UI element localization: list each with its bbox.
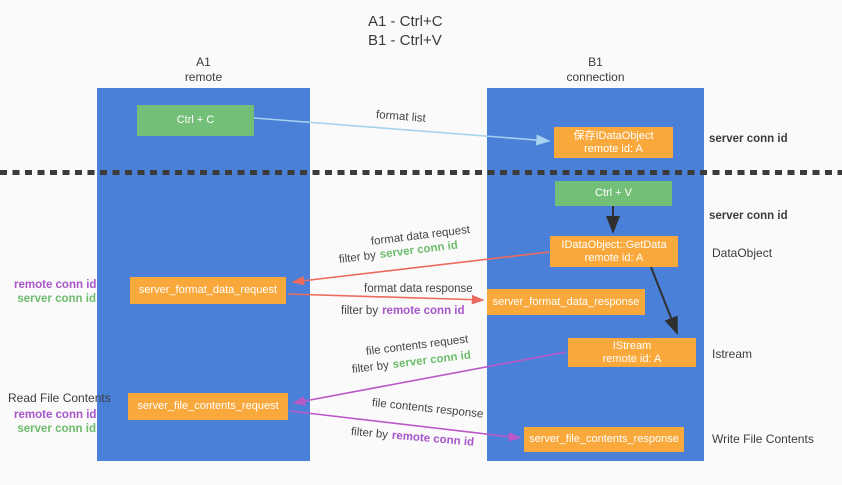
save-idataobject-line1: 保存IDataObject <box>573 129 654 142</box>
lane-header-a1: A1 remote <box>97 55 310 85</box>
lane-header-b1: B1 connection <box>487 55 704 85</box>
file-contents-response-label: file contents response <box>371 397 484 421</box>
getdata-box: IDataObject::GetData remote id: A <box>550 236 678 267</box>
remote-conn-id-text: remote conn id <box>382 305 465 317</box>
server-conn-id-side-label: server conn id <box>17 293 96 305</box>
lane-a1-title: A1 <box>196 55 211 69</box>
lane-b1-title: B1 <box>588 55 603 69</box>
ctrl-c-label: Ctrl + C <box>176 114 215 126</box>
format-list-label: format list <box>375 109 427 125</box>
istream-box: IStream remote id: A <box>568 338 696 367</box>
save-idataobject-line2: remote id: A <box>584 142 643 155</box>
filter-by-text: filter by <box>351 359 390 376</box>
server-conn-id-side-label: server conn id <box>17 423 96 435</box>
format-data-response-label: format data response <box>364 283 473 295</box>
lane-b1-subtitle: connection <box>566 70 625 84</box>
left-conn-id-pair-bottom: remote conn id server conn id <box>14 408 96 436</box>
istream-line1: IStream <box>612 339 652 352</box>
server-file-contents-request-label: server_file_contents_request <box>137 400 279 412</box>
remote-conn-id-side-label: remote conn id <box>14 409 97 421</box>
read-file-contents-side-label: Read File Contents <box>8 391 111 405</box>
lane-a1-subtitle: remote <box>184 70 223 84</box>
getdata-line2: remote id: A <box>584 251 644 264</box>
getdata-line1: IDataObject::GetData <box>561 238 667 251</box>
filter-by-text: filter by <box>341 305 379 317</box>
title-line-1: A1 - Ctrl+C <box>368 13 443 30</box>
diagram-title: A1 - Ctrl+C B1 - Ctrl+V <box>368 12 443 50</box>
server-file-contents-response-label: server_file_contents_response <box>529 433 679 445</box>
server-conn-id-side-label-top: server conn id <box>709 133 788 145</box>
server-format-data-request-label: server_format_data_request <box>138 284 278 296</box>
server-format-data-request-box: server_format_data_request <box>130 277 286 304</box>
ctrl-v-box: Ctrl + V <box>555 181 672 206</box>
server-file-contents-response-box: server_file_contents_response <box>524 427 684 452</box>
save-idataobject-box: 保存IDataObject remote id: A <box>554 127 673 158</box>
istream-side-label: Istream <box>712 347 753 361</box>
server-conn-id-side-label-mid: server conn id <box>709 210 788 222</box>
left-conn-id-pair-top: remote conn id server conn id <box>14 278 96 306</box>
server-file-contents-request-box: server_file_contents_request <box>128 393 288 420</box>
istream-line2: remote id: A <box>602 352 662 365</box>
write-file-contents-side-label: Write File Contents <box>712 432 814 446</box>
dataobject-side-label: DataObject <box>712 246 773 260</box>
filter-by-text: filter by <box>350 426 389 442</box>
remote-conn-id-side-label: remote conn id <box>14 279 97 291</box>
server-format-data-response-label: server_format_data_response <box>492 295 640 308</box>
ctrl-c-box: Ctrl + C <box>137 105 254 136</box>
ctrl-v-label: Ctrl + V <box>595 187 632 199</box>
filter-by-text: filter by <box>338 249 377 266</box>
title-line-2: B1 - Ctrl+V <box>368 32 442 49</box>
server-format-data-response-box: server_format_data_response <box>487 289 645 315</box>
remote-conn-id-text: remote conn id <box>391 429 475 449</box>
